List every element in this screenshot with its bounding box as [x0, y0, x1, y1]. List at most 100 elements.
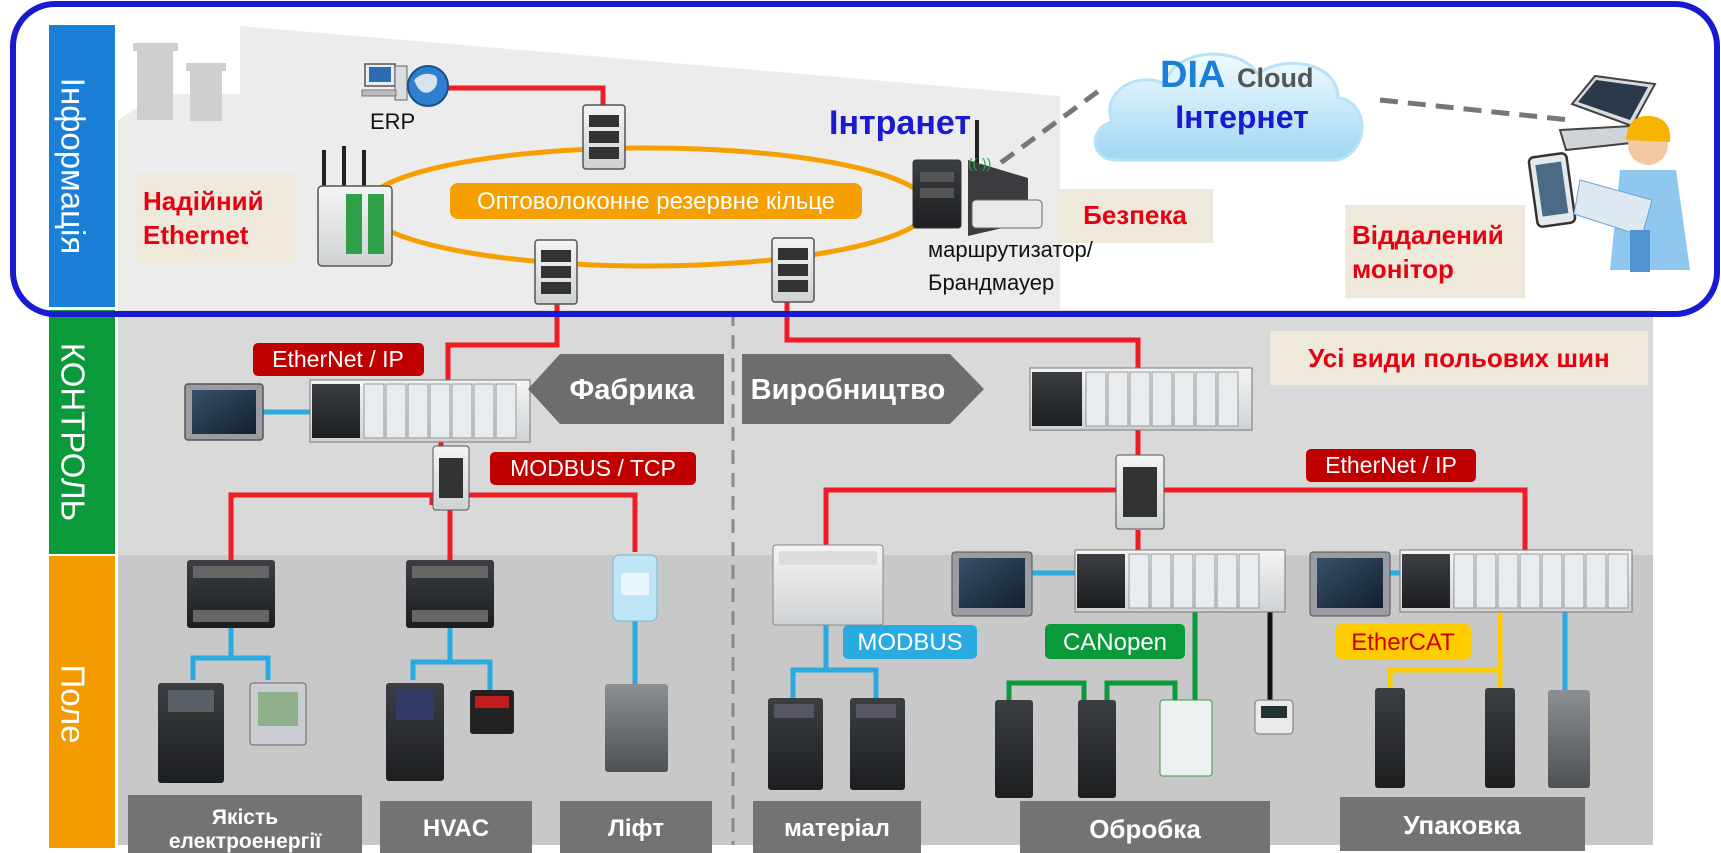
io-module-canopen	[1159, 699, 1213, 777]
svg-text:((·)): ((·))	[968, 155, 991, 171]
ring-switch-left	[534, 239, 578, 305]
ethercat-badge	[1336, 624, 1471, 659]
production-arrow	[742, 354, 984, 424]
cloud-remote-link	[1379, 97, 1571, 123]
drive-power	[158, 683, 224, 783]
field-layer-label: Поле	[54, 665, 91, 744]
lift-module	[612, 554, 658, 622]
internet-label: Інтернет	[1175, 99, 1309, 135]
right-switch-link	[784, 300, 1141, 375]
drive-lift	[605, 684, 668, 772]
security-panel	[1057, 189, 1213, 243]
category-packaging	[1340, 797, 1585, 851]
plc-rack-left	[309, 379, 531, 443]
ring-switch-top	[582, 104, 626, 170]
erp-link	[446, 85, 606, 112]
servo-ethercat-2	[1485, 688, 1515, 788]
pressure-sensor	[1254, 699, 1294, 735]
building-icon	[133, 43, 226, 121]
reliable-ethernet-line2: Ethernet	[143, 220, 249, 250]
modbus-label: MODBUS	[857, 629, 962, 656]
control-layer-bar	[49, 310, 115, 554]
intranet-label: Інтранет	[829, 104, 971, 142]
erp-label: ERP	[370, 109, 415, 134]
category-power-quality	[128, 795, 362, 853]
ethernet-ip-right-badge	[1306, 449, 1476, 482]
info-layer-frame	[10, 1, 1720, 317]
left-switch-link	[445, 300, 560, 382]
plc-material	[772, 544, 884, 626]
control-devices	[184, 367, 1253, 530]
category-hvac-label: HVAC	[423, 815, 489, 842]
wireless-gateway-icon	[317, 146, 393, 267]
remote-monitor-line1: Віддалений	[1352, 220, 1504, 250]
plc-power	[187, 560, 275, 628]
dia-cloud-icon	[1093, 52, 1364, 162]
ethercat-bus	[1387, 667, 1503, 688]
network-labels: EtherNet / IP MODBUS / TCP EtherNet / IP…	[253, 331, 1648, 659]
controller-hvac	[470, 690, 514, 734]
category-hvac	[380, 801, 532, 853]
modbus-tcp-switch	[432, 445, 470, 511]
security-label: Безпека	[1083, 200, 1187, 230]
reliable-ethernet-panel	[136, 174, 296, 264]
remote-monitor-panel	[1345, 205, 1525, 298]
info-labels: Інтранет Оптоволоконне резервне кільце Н…	[136, 104, 1525, 298]
ring-label-badge	[450, 183, 862, 219]
ethernet-ip-tree	[823, 487, 1528, 552]
info-layer-bar	[49, 25, 115, 307]
erp-computer-icon	[361, 63, 408, 101]
category-power-quality-line2: електроенергії	[169, 830, 322, 853]
modbus-bus	[790, 625, 829, 698]
drive-hvac	[386, 683, 444, 781]
hmi-left	[184, 383, 264, 441]
category-packaging-label: Упаковка	[1403, 810, 1521, 840]
cloud-brand-cloud: Cloud	[1237, 63, 1313, 93]
ring-switch-right	[771, 237, 815, 303]
router-line1: маршрутизатор/	[928, 237, 1094, 262]
canopen-label: CANopen	[1063, 629, 1167, 656]
category-material-label: матеріал	[784, 815, 890, 842]
plc-rack-processing	[1074, 549, 1286, 613]
category-boxes: Якість електроенергії HVAC Ліфт матеріал…	[128, 795, 1585, 853]
meter-power	[249, 682, 307, 746]
servo-canopen-1	[995, 700, 1033, 798]
category-lift	[560, 801, 712, 853]
remote-monitor-line2: монітор	[1352, 254, 1454, 284]
factory-arrow	[528, 354, 724, 424]
control-layer-label: КОНТРОЛЬ	[54, 343, 91, 521]
ethernet-ip-left-label: EtherNet / IP	[272, 346, 404, 372]
field-devices	[158, 544, 1633, 798]
drive-material-1	[768, 698, 823, 790]
field-layer-bar	[49, 556, 115, 848]
laptop-icon	[1558, 74, 1657, 152]
servo-ethercat-1	[1375, 688, 1405, 788]
category-material	[753, 801, 921, 853]
category-power-quality-line1: Якість	[212, 806, 278, 829]
category-lift-label: Ліфт	[608, 815, 664, 842]
production-label: Виробництво	[751, 374, 946, 406]
modbus-tcp-label: MODBUS / TCP	[510, 455, 676, 481]
drive-material-2	[850, 698, 905, 790]
plc-rack-right	[1029, 367, 1253, 431]
info-layer-label: Інформація	[54, 78, 91, 254]
modbus-badge	[843, 625, 977, 659]
layer-bars: Інформація КОНТРОЛЬ Поле	[49, 25, 115, 848]
plc-rack-packaging	[1399, 549, 1633, 613]
info-devices: ERP	[317, 52, 1690, 305]
ethercat-label: EtherCAT	[1351, 629, 1455, 656]
modbus-tcp-badge	[490, 452, 696, 485]
servo-canopen-2	[1078, 700, 1116, 798]
fieldbus-panel	[1270, 331, 1648, 385]
ring-label: Оптоволоконне резервне кільце	[477, 188, 835, 215]
canopen-badge	[1045, 624, 1185, 659]
category-processing	[1020, 801, 1270, 853]
globe-icon	[407, 65, 449, 107]
reliable-ethernet-line1: Надійний	[143, 186, 264, 216]
motion-controller	[1548, 690, 1590, 788]
canopen-bus	[1006, 680, 1087, 700]
fieldbus-label: Усі види польових шин	[1308, 343, 1609, 373]
ethernet-ip-left-badge	[253, 343, 424, 376]
hmi-packaging	[1309, 551, 1391, 617]
ethernet-ip-switch	[1115, 454, 1165, 530]
